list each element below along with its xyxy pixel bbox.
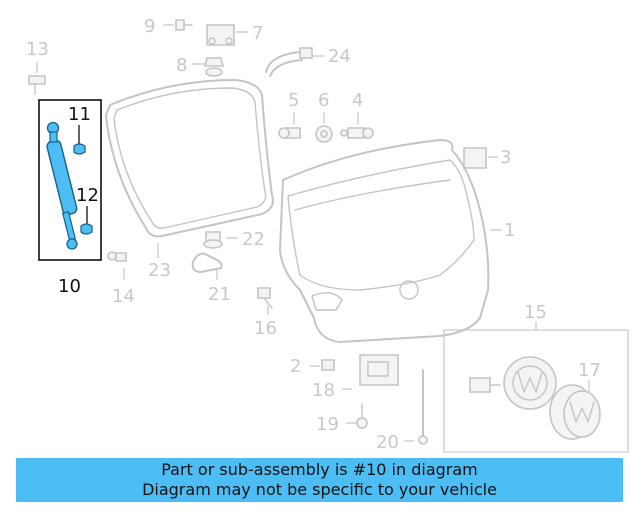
callout-16: 16	[254, 318, 277, 339]
callout-23: 23	[148, 260, 171, 281]
nut-part-22[interactable]	[203, 231, 238, 249]
weatherstrip-part-23[interactable]	[105, 79, 274, 238]
parts-diagram: 1 2 3 4 5 6 7 8 9 10 11 12 13 14 15 16 1…	[26, 16, 629, 453]
callout-4: 4	[352, 90, 363, 111]
callout-13: 13	[26, 39, 49, 60]
liftgate-part-1[interactable]	[279, 139, 502, 343]
hinge-part-7[interactable]	[206, 24, 248, 46]
nut-part-2[interactable]	[310, 359, 335, 371]
banner-line-2: Diagram may not be specific to your vehi…	[142, 480, 497, 499]
callout-21: 21	[208, 284, 231, 305]
pin-part-14[interactable]	[107, 251, 127, 280]
callout-6: 6	[318, 90, 329, 111]
callout-12: 12	[76, 185, 99, 206]
clip-part-12[interactable]	[80, 206, 93, 235]
callout-18: 18	[312, 380, 335, 401]
callout-3: 3	[500, 147, 511, 168]
callout-22: 22	[242, 229, 265, 250]
emblem-assembly-part-15[interactable]	[443, 322, 629, 453]
bumper-part-4[interactable]	[340, 112, 374, 139]
callout-8: 8	[176, 55, 187, 76]
clip-part-11[interactable]	[73, 125, 86, 155]
nut-part-8[interactable]	[192, 57, 225, 77]
callout-2: 2	[290, 356, 301, 377]
trim-part-3[interactable]	[463, 147, 498, 169]
latch-part-18[interactable]	[342, 354, 399, 390]
bumper-part-5[interactable]	[278, 112, 301, 139]
emblem-part-17[interactable]	[549, 380, 601, 440]
harness-part-24[interactable]	[265, 47, 324, 77]
banner-line-1: Part or sub-assembly is #10 in diagram	[161, 460, 478, 479]
screw-part-16[interactable]	[257, 287, 273, 315]
grommet-part-6[interactable]	[315, 112, 333, 143]
callout-24: 24	[328, 46, 351, 67]
screw-part-9[interactable]	[163, 19, 193, 31]
callout-1: 1	[504, 220, 515, 241]
info-banner: Part or sub-assembly is #10 in diagram D…	[16, 458, 623, 502]
rod-part-20[interactable]	[404, 369, 428, 445]
callout-9: 9	[144, 16, 155, 37]
callout-17: 17	[578, 360, 601, 381]
part-10-highlight-box	[38, 99, 102, 261]
callout-15: 15	[524, 302, 547, 323]
bracket-part-21[interactable]	[191, 252, 223, 280]
callout-10: 10	[58, 276, 81, 297]
screw-part-19[interactable]	[346, 403, 368, 429]
gas-strut-part-10[interactable]	[46, 121, 78, 250]
callout-11: 11	[68, 104, 91, 125]
callout-20: 20	[376, 432, 399, 453]
callout-19: 19	[316, 414, 339, 435]
callout-7: 7	[252, 23, 263, 44]
callout-5: 5	[288, 90, 299, 111]
bolt-part-13[interactable]	[28, 62, 46, 95]
callout-14: 14	[112, 286, 135, 307]
